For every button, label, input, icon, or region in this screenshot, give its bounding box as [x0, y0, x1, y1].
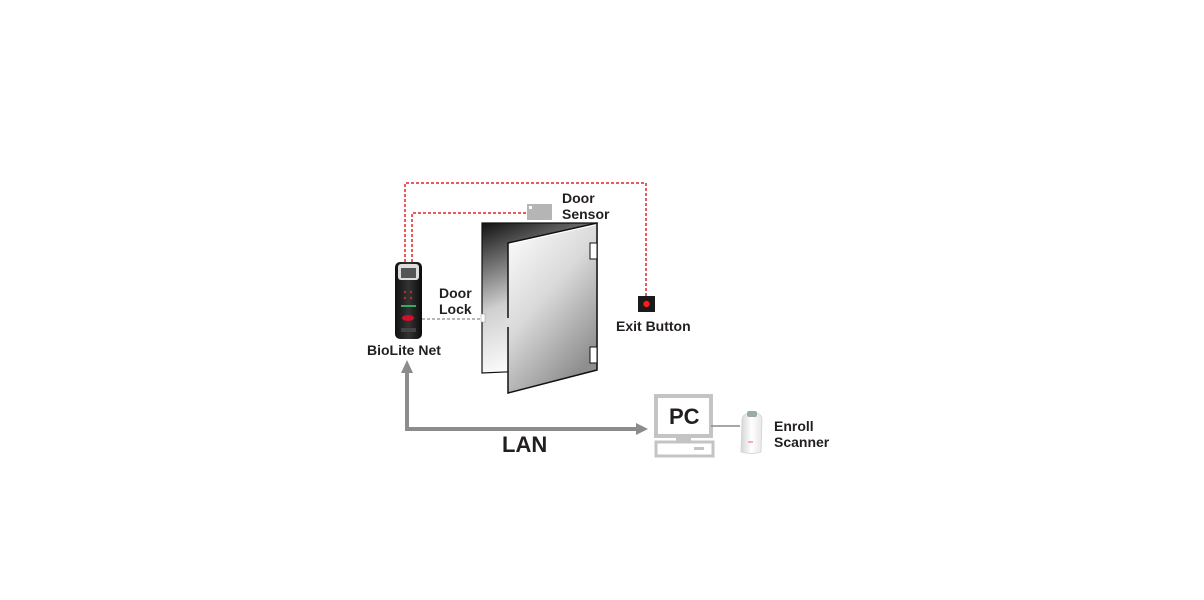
door-sensor-label-line2: Sensor [562, 206, 610, 222]
lan-label: LAN [502, 432, 547, 457]
exit-button-wire [404, 182, 647, 296]
exit-button-label: Exit Button [616, 318, 691, 334]
lan-connection-arrow [401, 360, 648, 435]
enroll-scanner-icon [740, 411, 763, 454]
enroll-scanner-label-line1: Enroll [774, 418, 814, 434]
pc-icon [654, 394, 740, 458]
biolite-net-device-icon [395, 262, 422, 339]
door-sensor-icon [527, 204, 552, 220]
door-sensor-label-line1: Door [562, 190, 595, 206]
door-sensor-wire [411, 212, 526, 262]
exit-button-icon [638, 296, 655, 312]
door-icon [480, 222, 598, 394]
door-lock-label-line2: Lock [439, 301, 472, 317]
enroll-scanner-label-line2: Scanner [774, 434, 830, 450]
biolite-net-label: BioLite Net [367, 342, 441, 358]
pc-label: PC [669, 404, 700, 429]
door-lock-label-line1: Door [439, 285, 472, 301]
